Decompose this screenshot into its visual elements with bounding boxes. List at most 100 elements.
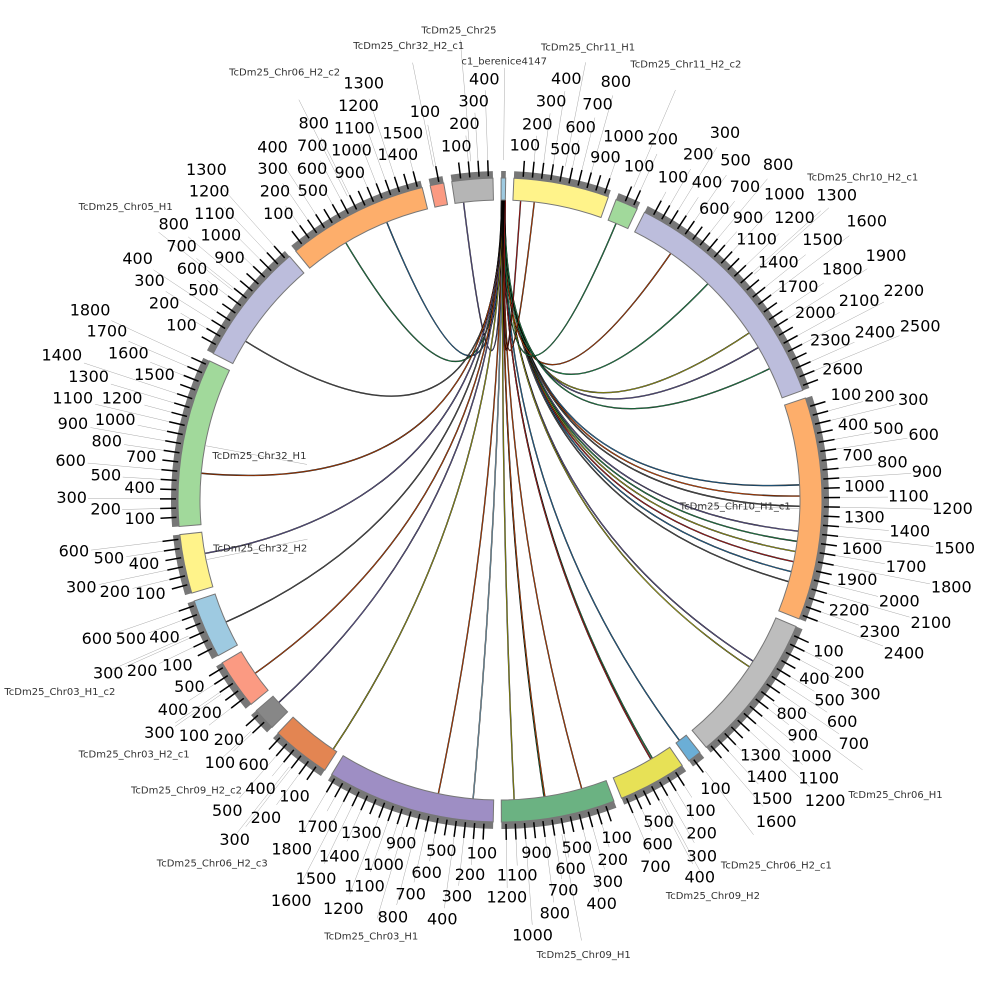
sector-tcdm25-chr10-h2-c1[interactable]: [633, 200, 819, 399]
tick-label: 1200: [323, 899, 364, 918]
tick-mark: [189, 631, 205, 639]
tick-label: 200: [449, 114, 480, 133]
tick-label: 200: [100, 582, 131, 601]
sector-block[interactable]: [255, 695, 289, 729]
link-tcdm25-chr03-h1[interactable]: [472, 200, 504, 799]
sector-block[interactable]: [212, 255, 305, 365]
link-ribbon: [204, 200, 503, 554]
sector-block[interactable]: [500, 779, 615, 823]
label-leader-line: [591, 95, 614, 173]
tick-label: 1100: [798, 769, 839, 788]
sector-tcdm25-chr06-h2-c1[interactable]: [675, 734, 705, 773]
link-tcdm25-chr03-h1[interactable]: [437, 200, 504, 794]
sector-tcdm25-chr06-h1[interactable]: [691, 617, 810, 759]
label-leader-line: [640, 153, 658, 191]
sector-block[interactable]: [177, 360, 231, 528]
sector-block[interactable]: [778, 397, 823, 620]
tick-mark: [675, 771, 685, 787]
label-leader-line: [128, 341, 188, 367]
sector-block[interactable]: [500, 177, 507, 201]
sector-tcdm25-chr32-h1[interactable]: [159, 356, 231, 528]
tick-mark: [163, 449, 180, 454]
sector-block[interactable]: [294, 186, 429, 269]
tick-label: 1500: [134, 365, 175, 384]
link-tcdm25-chr03-h1-c2[interactable]: [225, 200, 504, 623]
sector-tcdm25-chr11-h1[interactable]: [512, 160, 611, 219]
tick-label: 500: [116, 629, 147, 648]
tick-label: 600: [297, 159, 328, 178]
tick-mark: [161, 468, 178, 472]
sector-block[interactable]: [675, 734, 701, 762]
sector-block[interactable]: [612, 746, 683, 799]
tick-label: 600: [699, 199, 730, 218]
sector-tcdm25-chr09-h2[interactable]: [612, 746, 687, 814]
label-leader-line: [220, 185, 275, 247]
sector-block[interactable]: [451, 177, 494, 204]
link-tcdm25-chr11-h2-c2[interactable]: [504, 200, 617, 357]
link-tcdm25-chr06-h2-c3[interactable]: [332, 200, 504, 750]
sector-block[interactable]: [277, 716, 338, 771]
sector-tcdm25-chr03-h2-c1[interactable]: [208, 650, 269, 709]
link-outline: [502, 200, 680, 741]
link-tcdm25-chr06-h2-c1[interactable]: [502, 200, 680, 741]
label-leader-line: [686, 197, 699, 216]
sector-tcdm25-chr09-h1[interactable]: [500, 779, 617, 840]
tick-mark: [743, 712, 757, 725]
tick-label: 400: [799, 669, 830, 688]
tick-mark: [813, 579, 830, 585]
sector-tcdm25-chr11-h2-c2[interactable]: [607, 186, 642, 230]
tick-mark: [531, 161, 535, 178]
tick-label: 1200: [774, 208, 815, 227]
sector-block[interactable]: [221, 650, 269, 706]
sector-tcdm25-chr03-h1-c2[interactable]: [178, 593, 239, 660]
sector-axis-band: [291, 180, 423, 252]
sector-tcdm25-chr09-h2-c2[interactable]: [245, 695, 289, 734]
link-tcdm25-chr32-h2[interactable]: [204, 200, 503, 555]
link-tcdm25-chr09-h2[interactable]: [502, 200, 652, 760]
label-leader-line: [205, 538, 308, 561]
link-tcdm25-chr09-h1[interactable]: [502, 200, 583, 789]
tick-mark: [467, 161, 471, 178]
link-tcdm25-chr10-h2-c1[interactable]: [504, 200, 709, 375]
link-tcdm25-chr09-h2-c2[interactable]: [278, 200, 504, 704]
sector-tcdm25-chr25[interactable]: [450, 160, 494, 204]
link-tcdm25-chr03-h2-c1[interactable]: [254, 200, 504, 674]
link-tcdm25-chr10-h2-c1[interactable]: [504, 200, 771, 410]
sector-tcdm25-chr05-h1[interactable]: [201, 245, 305, 365]
sector-block[interactable]: [179, 531, 214, 594]
sector-c1-berenice4147[interactable]: [500, 171, 507, 201]
tick-mark: [737, 719, 750, 732]
sector-tcdm25-chr03-h1[interactable]: [325, 755, 495, 840]
sector-block[interactable]: [193, 593, 239, 657]
link-tcdm25-chr09-h1[interactable]: [502, 200, 546, 797]
tick-label: 600: [565, 118, 596, 137]
tick-label: 1400: [319, 847, 360, 866]
link-tcdm25-chr05-h1[interactable]: [245, 200, 503, 397]
link-tcdm25-chr06-h2-c2[interactable]: [386, 200, 503, 357]
sector-block[interactable]: [330, 755, 495, 823]
label-leader-line: [281, 162, 316, 215]
sector-tcdm25-chr10-h1-c1[interactable]: [778, 395, 840, 622]
sector-block[interactable]: [607, 198, 638, 230]
link-tcdm25-chr10-h1-c1[interactable]: [503, 200, 796, 553]
tick-label: 700: [730, 177, 761, 196]
tick-mark: [315, 213, 325, 229]
label-leader-line: [427, 124, 436, 167]
label-leader-line: [572, 140, 579, 168]
tick-label: 300: [710, 123, 741, 142]
sector-tcdm25-chr32-h2[interactable]: [162, 531, 214, 596]
link-tcdm25-chr10-h1-c1[interactable]: [503, 200, 799, 532]
sector-block[interactable]: [691, 617, 797, 749]
link-tcdm25-chr11-h1[interactable]: [503, 200, 522, 351]
tick-label: 300: [850, 684, 881, 703]
sector-block[interactable]: [633, 211, 804, 399]
tick-mark: [435, 165, 440, 182]
label-leader-line: [782, 282, 825, 311]
sector-tcdm25-chr32-h2-c1[interactable]: [428, 165, 449, 208]
link-tcdm25-chr10-h1-c1[interactable]: [503, 200, 789, 583]
sector-block[interactable]: [429, 182, 449, 208]
sector-block[interactable]: [512, 177, 610, 219]
sector-tcdm25-chr06-h2-c2[interactable]: [291, 171, 429, 269]
sector-tcdm25-chr06-h2-c3[interactable]: [268, 716, 338, 781]
tick-label: 400: [257, 138, 288, 157]
